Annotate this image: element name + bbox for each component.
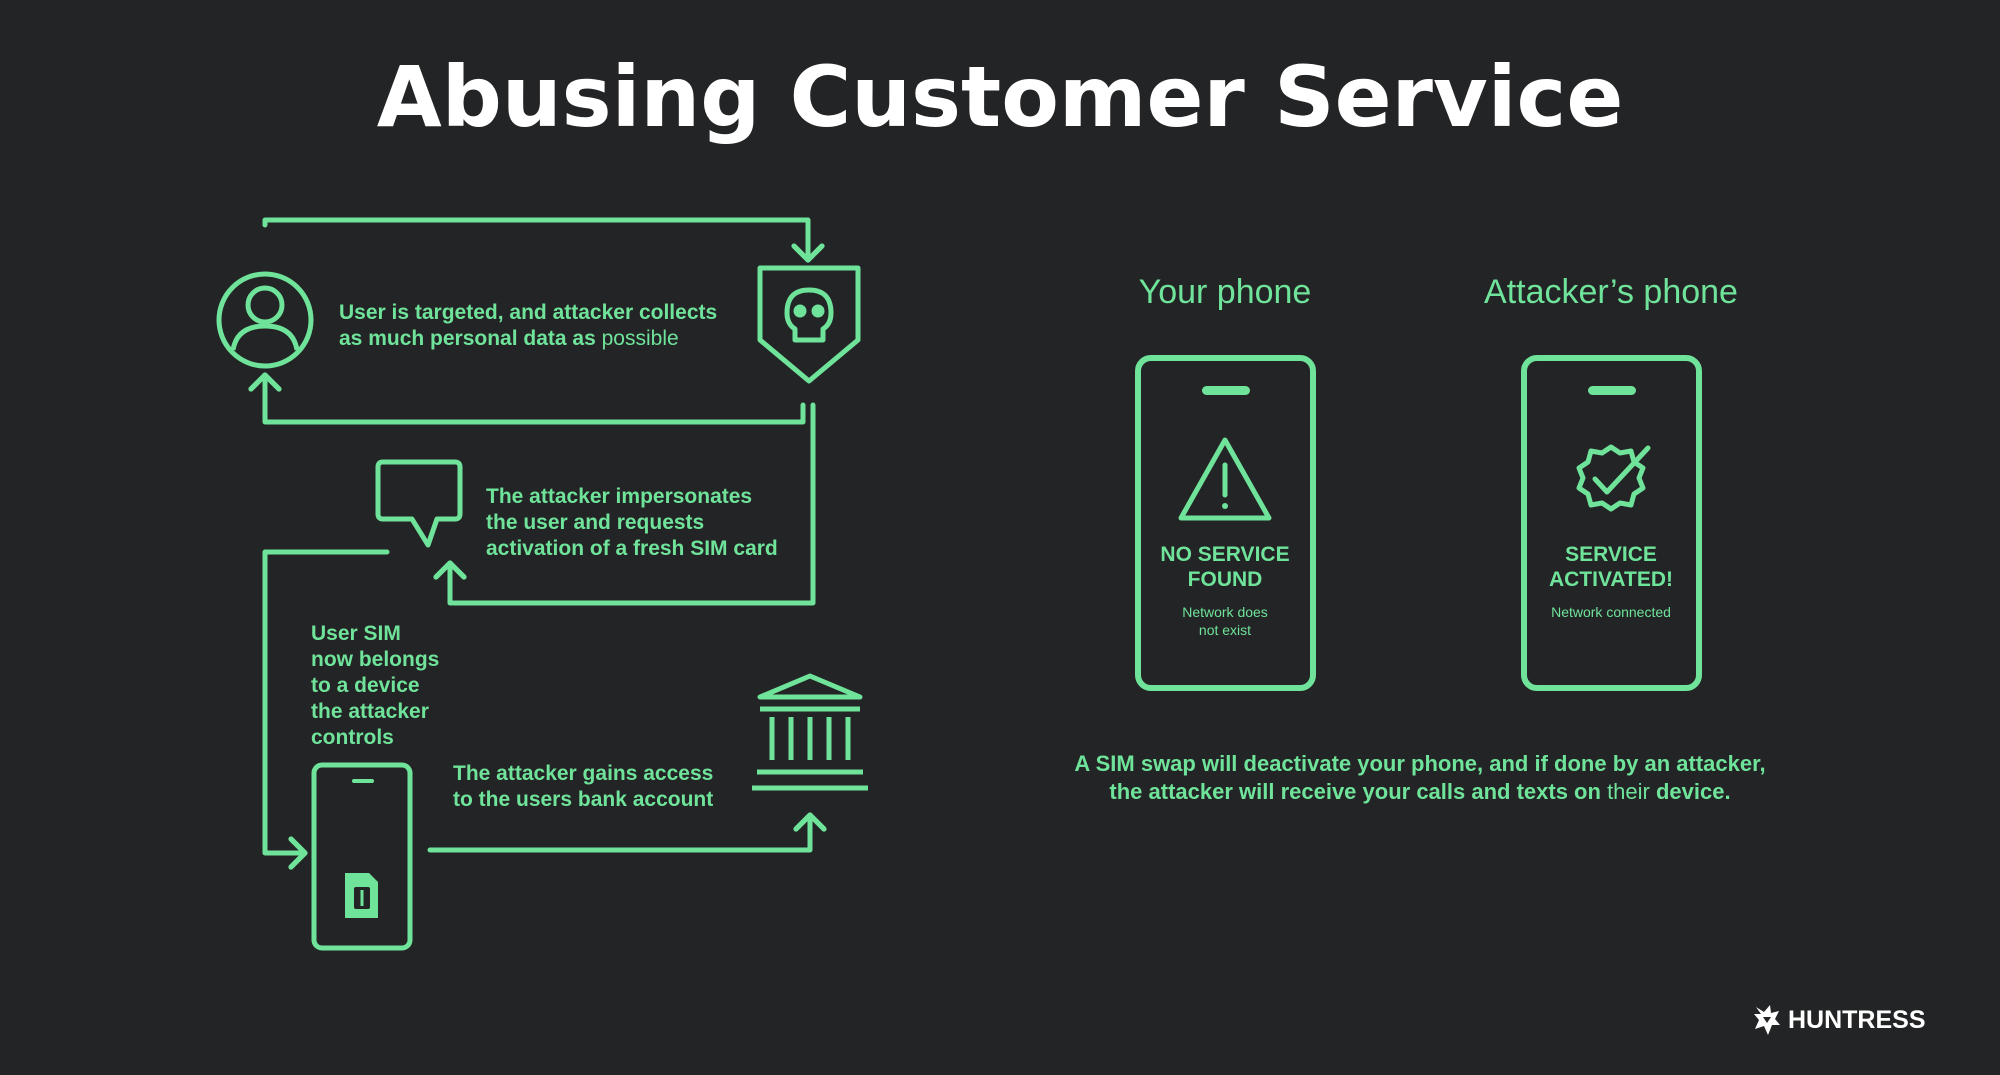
attacker-phone-subtext: Network connected	[1526, 603, 1696, 621]
caption-line2-b: their	[1607, 779, 1650, 804]
phone-sim-icon	[311, 762, 413, 951]
warning-icon	[1178, 437, 1272, 521]
step3-line2: now belongs	[311, 648, 440, 671]
your-phone-speaker	[1202, 386, 1250, 395]
step1-line2-tail: possible	[601, 327, 679, 350]
step1-line2-bold: as much personal data as	[339, 327, 596, 350]
brand-name: HUNTRESS	[1788, 1005, 1926, 1034]
step2-text: The attacker impersonates the user and r…	[486, 484, 816, 562]
step1-line1: User is targeted, and attacker collects	[339, 301, 718, 324]
step2-line3: activation of a fresh SIM card	[486, 537, 778, 560]
attacker-phone-sub-line1: Network connected	[1551, 604, 1671, 620]
step3-line3: to a device	[311, 674, 420, 697]
step3-line1: User SIM	[311, 622, 401, 645]
step1-line2: as much personal data as possible	[339, 326, 769, 352]
step3-line4: the attacker	[311, 700, 429, 723]
verified-badge-icon	[1576, 444, 1651, 512]
arrow-user-to-attacker	[262, 217, 825, 263]
caption-line2-c: device.	[1655, 779, 1731, 804]
your-phone-subtext: Network does not exist	[1140, 603, 1310, 639]
your-phone-status-line1: NO SERVICE	[1160, 543, 1290, 566]
skull-shield-icon	[757, 265, 861, 384]
huntress-brand: HUNTRESS	[1752, 1003, 1926, 1037]
arrow-impersonation-to-sim	[262, 549, 390, 870]
attacker-phone-title: Attacker’s phone	[1484, 273, 1738, 311]
bank-icon	[752, 673, 868, 791]
sim-swap-caption: A SIM swap will deactivate your phone, a…	[1000, 750, 1840, 806]
step2-line1: The attacker impersonates	[486, 485, 753, 508]
arrow-sim-to-bank	[427, 812, 827, 853]
attacker-phone-status: SERVICE ACTIVATED!	[1526, 542, 1696, 592]
speech-bubble-icon	[375, 459, 463, 548]
attacker-phone-status-line2: ACTIVATED!	[1548, 568, 1674, 591]
arrow-attacker-to-user	[248, 372, 806, 425]
attacker-phone-frame	[1521, 355, 1702, 691]
step1-text: User is targeted, and attacker collects …	[339, 300, 769, 352]
caption-line2: the attacker will receive your calls and…	[1000, 778, 1840, 806]
your-phone-title: Your phone	[1138, 273, 1312, 311]
huntress-logo-icon	[1754, 1005, 1780, 1035]
your-phone-status-line2: FOUND	[1187, 568, 1263, 591]
arrow-attacker-to-impersonation	[433, 402, 816, 606]
attacker-phone-speaker	[1588, 386, 1636, 395]
step3-text: User SIM now belongs to a device the att…	[311, 621, 471, 751]
user-icon	[216, 271, 314, 369]
your-phone-sub-line1: Network does	[1182, 604, 1268, 620]
your-phone-status: NO SERVICE FOUND	[1140, 542, 1310, 592]
step4-line1: The attacker gains access	[453, 762, 714, 785]
your-phone-frame	[1135, 355, 1316, 691]
your-phone-sub-line2: not exist	[1198, 622, 1252, 638]
attacker-phone-status-line1: SERVICE	[1565, 543, 1657, 566]
step4-line2: to the users bank account	[453, 788, 714, 811]
caption-line2-a: the attacker will receive your calls and…	[1109, 779, 1601, 804]
page-title: Abusing Customer Service	[376, 48, 1624, 146]
caption-line1: A SIM swap will deactivate your phone, a…	[1074, 751, 1766, 776]
step2-line2: the user and requests	[486, 511, 705, 534]
step3-line5: controls	[311, 726, 394, 749]
step4-text: The attacker gains access to the users b…	[453, 761, 753, 813]
